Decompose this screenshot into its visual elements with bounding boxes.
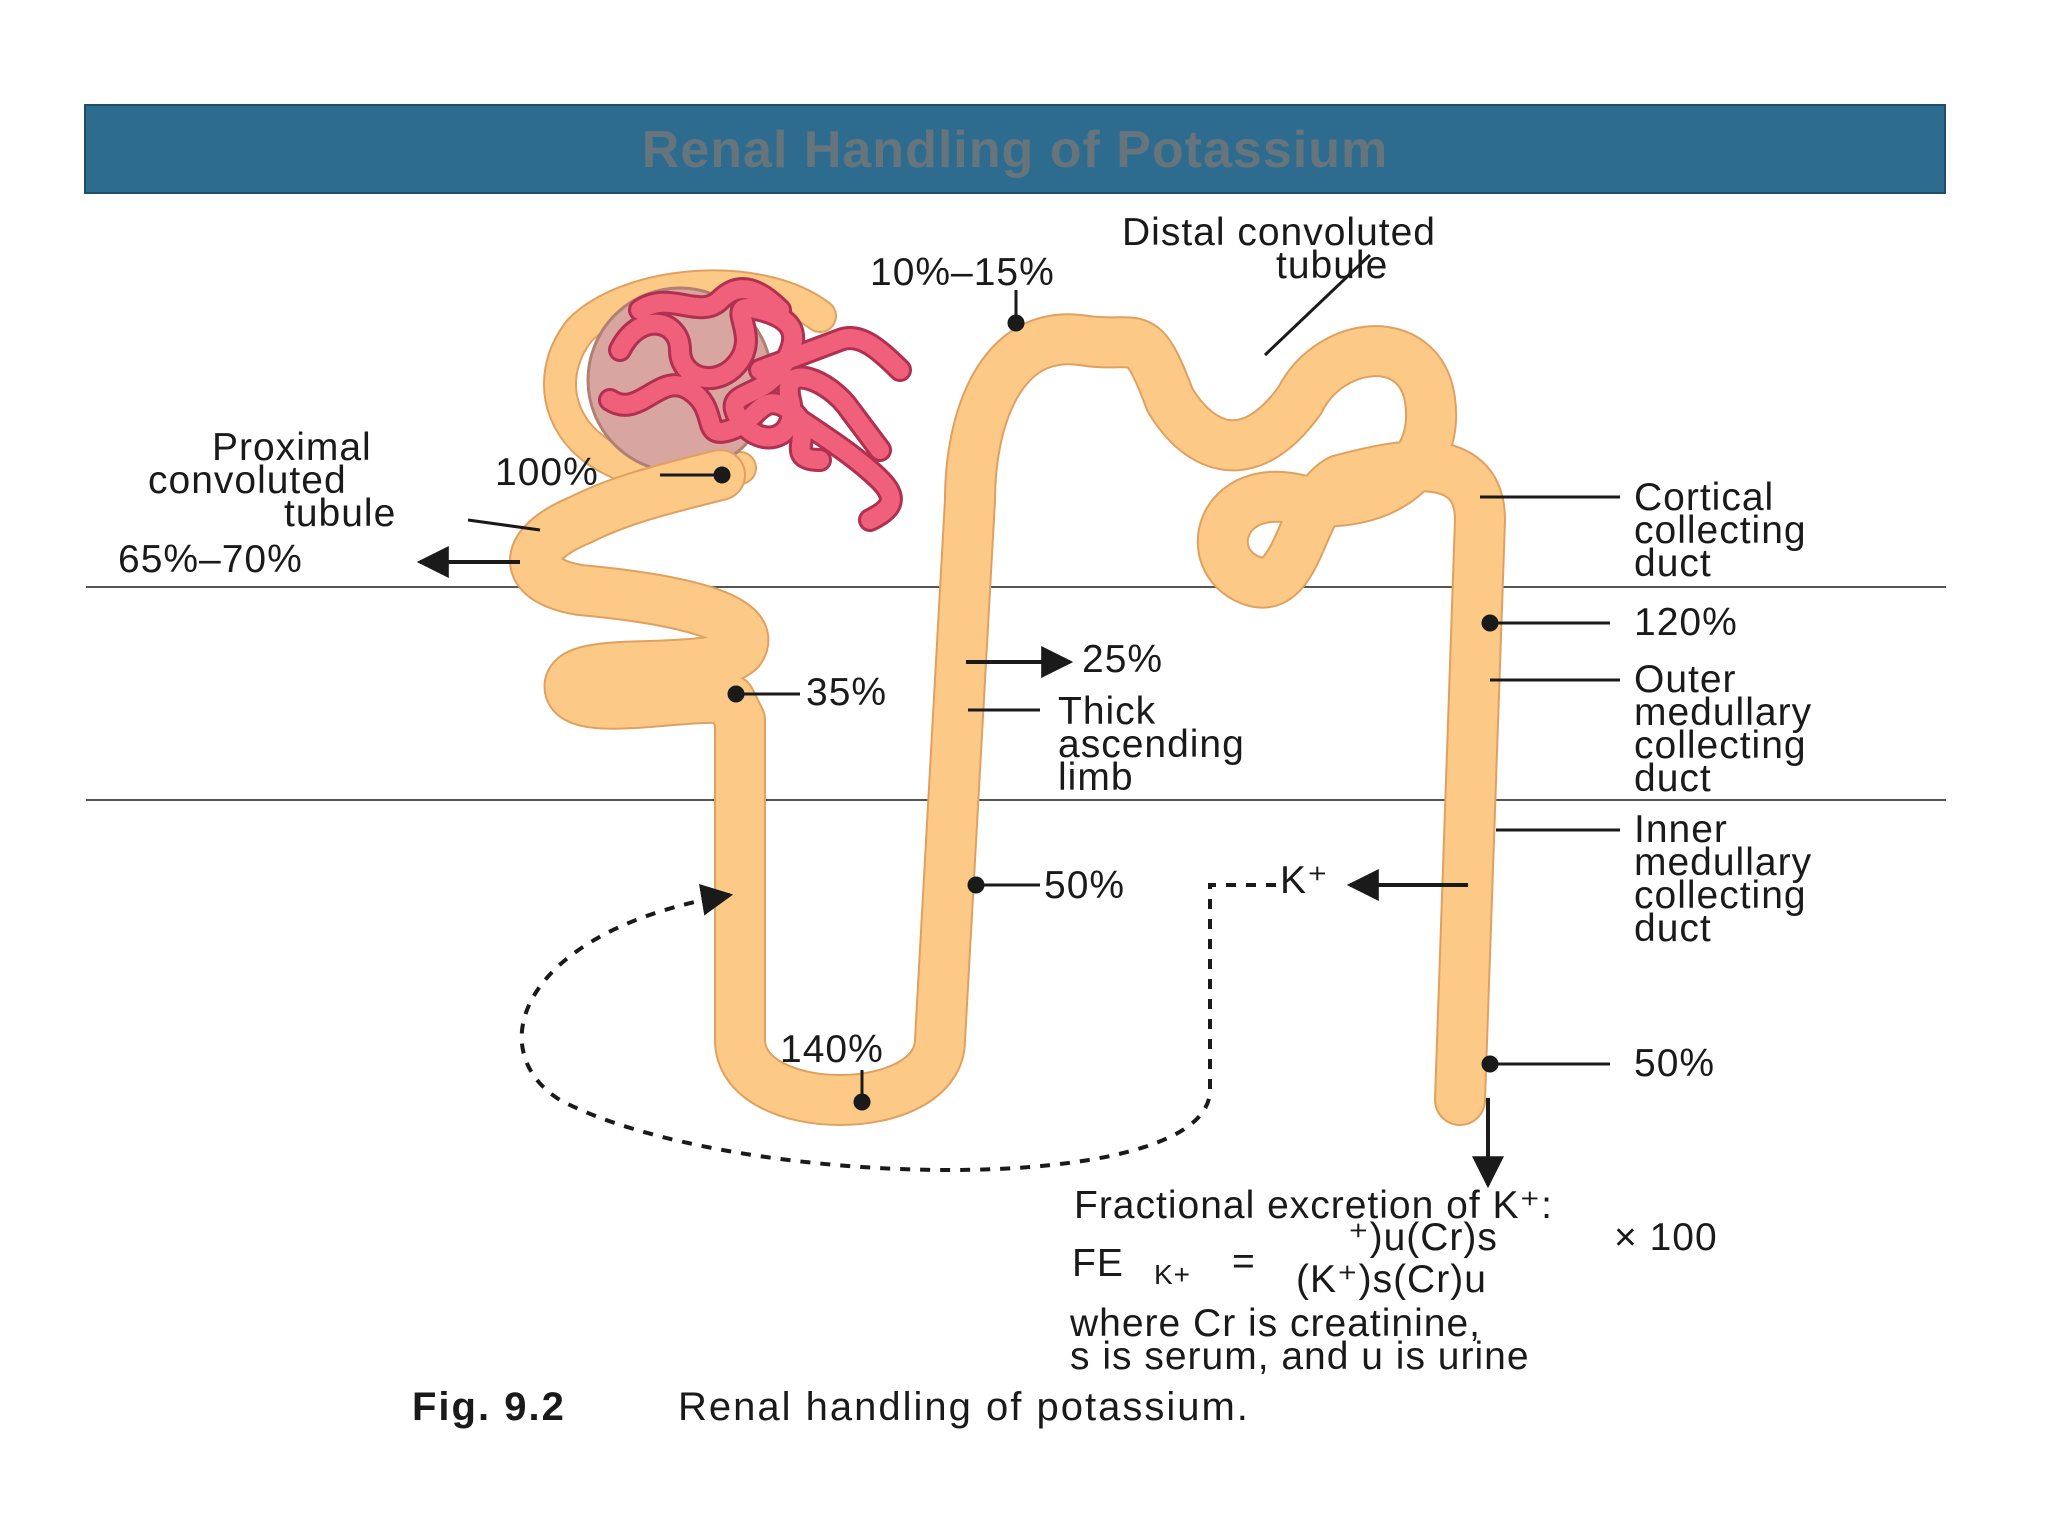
label-ccd-1: Cortical: [1634, 476, 1774, 519]
formula-lhs: FE: [1072, 1242, 1124, 1285]
formula-denominator: (K⁺)s(Cr)u: [1296, 1258, 1487, 1301]
fractional-excretion-formula: Fractional excretion of K⁺: FE K+ = ⁺)u(…: [1069, 1184, 1718, 1378]
label-pct-140: 140%: [780, 1028, 884, 1071]
label-imcd-4: duct: [1634, 907, 1712, 950]
figure-number: Fig. 9.2: [412, 1385, 566, 1429]
label-omcd-2: medullary: [1634, 691, 1812, 734]
label-pct-100: 100%: [495, 451, 599, 494]
formula-note-2: s is serum, and u is urine: [1070, 1335, 1530, 1378]
label-ccd-3: duct: [1634, 542, 1712, 585]
label-pct-25: 25%: [1082, 638, 1163, 681]
label-ccd-2: collecting: [1634, 509, 1807, 552]
flow-arrows: [416, 546, 1504, 1189]
label-tal-1: Thick: [1058, 690, 1156, 733]
pointer-lines: [467, 253, 1620, 832]
label-potassium: K⁺: [1280, 859, 1329, 902]
formula-multiplier: × 100: [1614, 1216, 1718, 1259]
figure-caption: Renal handling of potassium.: [678, 1385, 1250, 1429]
nephron-tubule: [509, 313, 1506, 1126]
formula-note-1: where Cr is creatinine,: [1069, 1302, 1481, 1345]
formula-lhs-sub: K+: [1154, 1259, 1191, 1290]
title: Renal Handling of Potassium: [641, 121, 1389, 179]
label-imcd-3: collecting: [1634, 874, 1807, 917]
label-imcd-2: medullary: [1634, 841, 1812, 884]
measurement-markers: [660, 290, 1610, 1111]
label-pct-dct: 10%–15%: [870, 251, 1055, 294]
label-pct-3: tubule: [284, 492, 396, 535]
formula-numerator: ⁺)u(Cr)s: [1348, 1216, 1498, 1259]
label-pct-1: Proximal: [212, 426, 372, 469]
label-pct-2: convoluted: [148, 459, 347, 502]
label-omcd-3: collecting: [1634, 724, 1807, 767]
label-dct-2: tubule: [1276, 244, 1388, 287]
label-pct-120: 120%: [1634, 601, 1738, 644]
title-bar: Renal Handling of Potassium: [84, 104, 1946, 194]
label-omcd-1: Outer: [1634, 658, 1737, 701]
label-pct-65-70: 65%–70%: [118, 538, 303, 581]
label-omcd-4: duct: [1634, 757, 1712, 800]
formula-equals: =: [1232, 1240, 1256, 1283]
label-imcd-1: Inner: [1634, 808, 1728, 851]
label-pct-50-end: 50%: [1634, 1042, 1715, 1085]
label-tal-2: ascending: [1058, 723, 1245, 766]
label-pct-35: 35%: [806, 671, 887, 714]
formula-heading: Fractional excretion of K⁺:: [1074, 1184, 1553, 1227]
label-tal-3: limb: [1058, 756, 1134, 799]
label-pct-50-tal: 50%: [1044, 864, 1125, 907]
label-dct-1: Distal convoluted: [1122, 211, 1436, 254]
